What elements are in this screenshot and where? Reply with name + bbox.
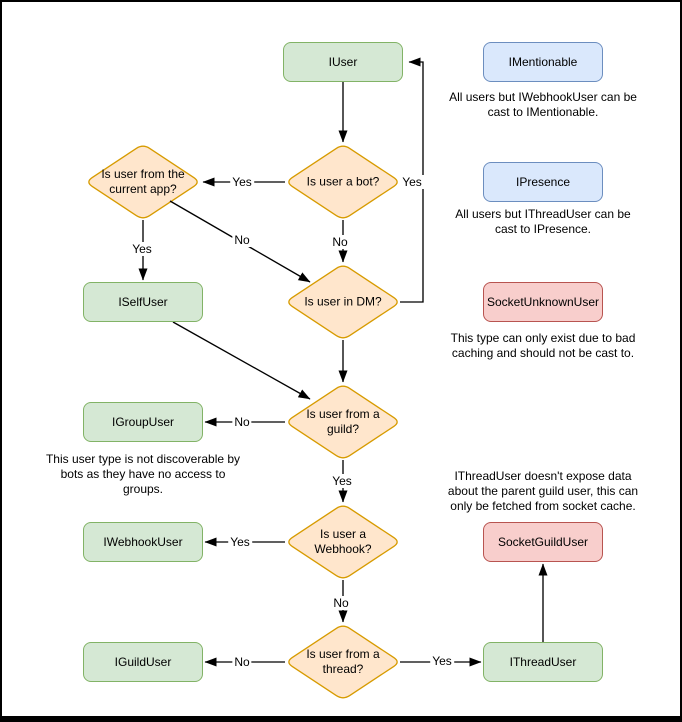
edge-label-no-thread-to-guilduser: No [232, 655, 252, 669]
edge-label-yes-dm-to-iuser: Yes [400, 175, 424, 189]
edge-label-no-bot-to-dm: No [330, 235, 350, 249]
note-socketunknownuser: This type can only exist due to bad cach… [450, 331, 636, 360]
node-iselfuser: ISelfUser [83, 282, 203, 322]
note-imentionable: All users but IWebhookUser can be cast t… [449, 90, 637, 119]
edge-label-no-webhook-to-thread: No [331, 596, 351, 610]
node-ipresence: IPresence [483, 162, 603, 202]
edge-label-no-app-to-dm: No [232, 233, 252, 247]
note-igroupuser: This user type is not discoverable by bo… [45, 452, 241, 496]
node-iwebhookuser: IWebhookUser [83, 522, 203, 562]
decision-label-is-thread: Is user from a thread? [306, 647, 380, 676]
node-imentionable: IMentionable [483, 42, 603, 82]
node-igroupuser: IGroupUser [83, 402, 203, 442]
decision-label-is-bot: Is user a bot? [306, 174, 380, 189]
note-ithreaduser: IThreadUser doesn't expose data about th… [447, 469, 639, 513]
edge-label-yes-bot-to-app: Yes [230, 175, 254, 189]
node-socketunknownuser: SocketUnknownUser [483, 282, 603, 322]
edge-label-yes-app-to-self: Yes [130, 242, 154, 256]
node-iuser: IUser [283, 42, 403, 82]
decision-label-is-webhook: Is user a Webhook? [314, 527, 372, 556]
note-ipresence: All users but IThreadUser can be cast to… [455, 207, 631, 236]
edge-label-yes-guild-to-webhook: Yes [330, 474, 354, 488]
node-socketguilduser: SocketGuildUser [483, 522, 603, 562]
edge-label-yes-thread-to-threaduser: Yes [430, 654, 454, 668]
decision-label-is-dm: Is user in DM? [304, 294, 382, 309]
edge-label-yes-webhook-to-webhookuser: Yes [228, 535, 252, 549]
node-iguilduser: IGuildUser [83, 642, 203, 682]
decision-label-is-current-app: Is user from the current app? [101, 167, 185, 196]
decision-label-is-guild: Is user from a guild? [306, 407, 380, 436]
arrow-iselfuser-to-isguild [172, 321, 311, 400]
node-ithreaduser: IThreadUser [483, 642, 603, 682]
edge-label-no-guild-to-group: No [232, 415, 252, 429]
